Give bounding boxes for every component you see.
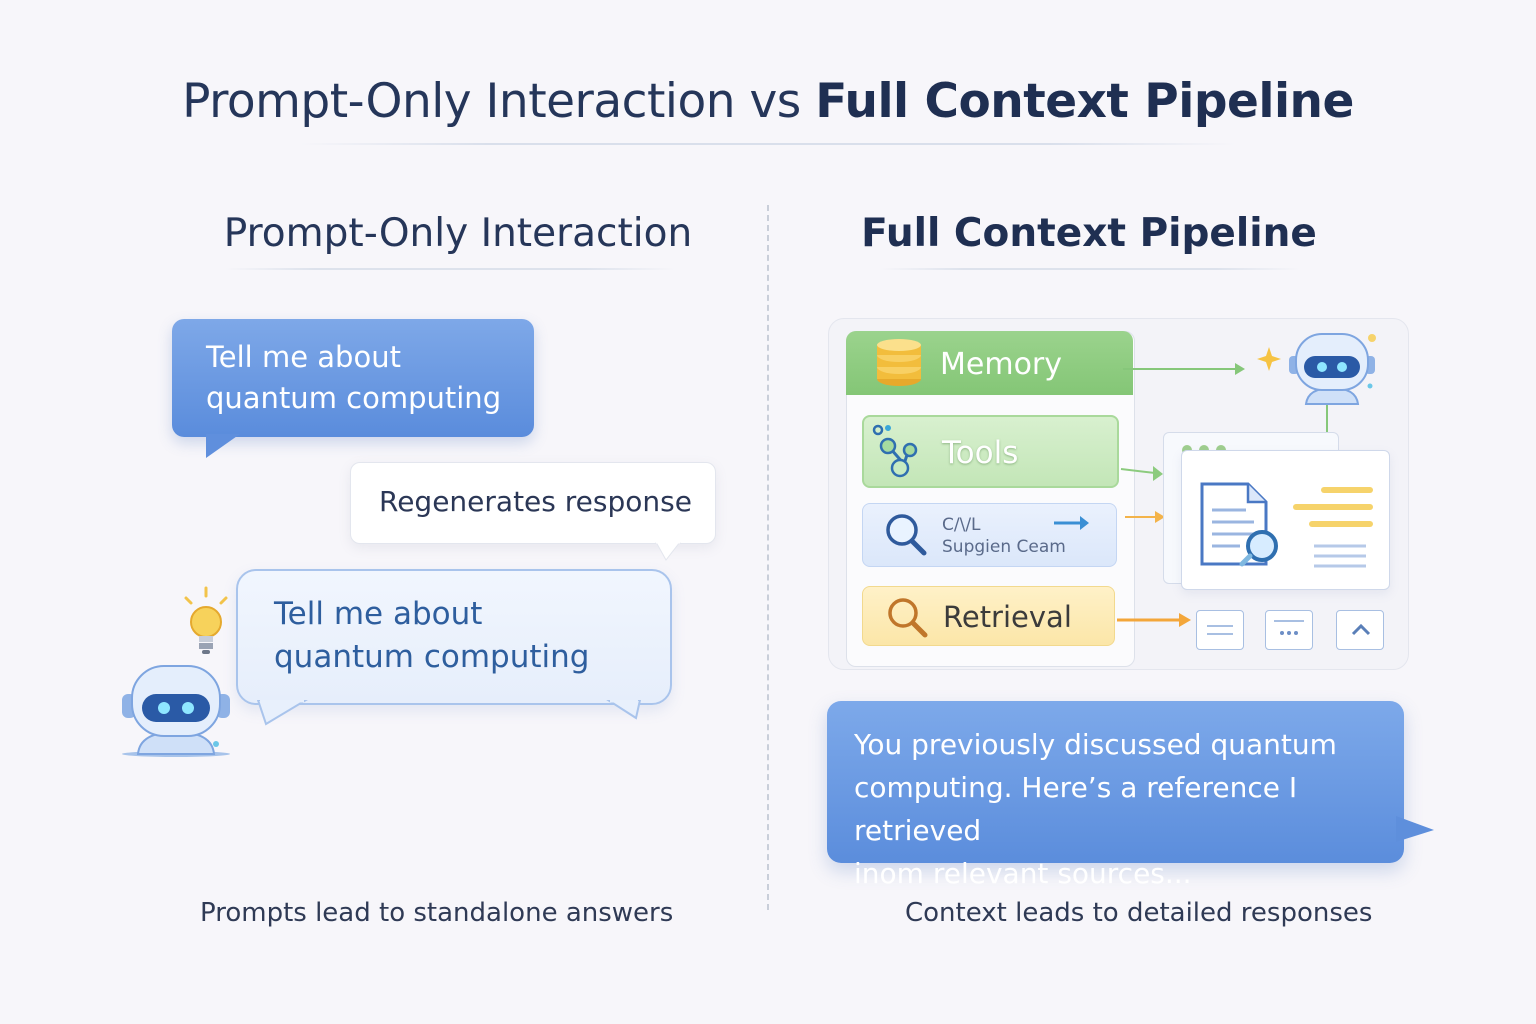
repeat-prompt-tails xyxy=(256,700,642,726)
result-card-3 xyxy=(1336,610,1384,650)
regenerates-tail xyxy=(655,542,681,561)
magnifier-icon xyxy=(888,598,928,638)
page-title: Prompt-Only Interaction vs Full Context … xyxy=(0,74,1536,129)
right-heading-underline xyxy=(880,268,1300,270)
retrieval-label: Retrieval xyxy=(943,600,1072,634)
document-icon xyxy=(1200,482,1373,568)
right-caption: Context leads to detailed responses xyxy=(905,898,1373,928)
tools-label: Tools xyxy=(942,435,1019,471)
magnifier-icon xyxy=(886,514,927,556)
robot-icon xyxy=(122,665,230,757)
memory-label: Memory xyxy=(940,347,1063,382)
chevron-up-icon xyxy=(1351,623,1371,636)
regenerates-response-text: Regenerates response xyxy=(379,485,692,518)
context-answer-bubble: You previously discussed quantum computi… xyxy=(827,701,1404,890)
dots-icon xyxy=(1274,620,1304,635)
answer-line-2: computing. Here’s a reference I retrieve… xyxy=(854,771,1298,847)
user-prompt-line-2: quantum computing xyxy=(206,381,502,415)
user-prompt-tail xyxy=(206,434,240,458)
left-heading-underline xyxy=(225,268,675,270)
title-part-1: Prompt-Only Interaction vs xyxy=(182,74,816,129)
repeat-prompt-line-2: quantum computing xyxy=(274,639,590,675)
title-underline xyxy=(300,143,1236,145)
answer-line-1: You previously discussed quantum xyxy=(854,728,1337,761)
right-heading: Full Context Pipeline xyxy=(861,211,1317,256)
answer-tail xyxy=(1396,816,1434,842)
left-heading: Prompt-Only Interaction xyxy=(223,211,693,256)
retrieval-row: Retrieval xyxy=(862,586,1115,646)
regenerates-response-bubble: Regenerates response xyxy=(350,462,716,544)
user-prompt-line-1: Tell me about xyxy=(206,340,401,374)
result-card-1 xyxy=(1196,610,1244,650)
tools-icon xyxy=(872,424,918,478)
title-part-2: Full Context Pipeline xyxy=(815,74,1354,129)
lightbulb-icon xyxy=(184,586,228,654)
tools-row: Tools xyxy=(862,415,1119,488)
result-card-2 xyxy=(1265,610,1313,650)
robot-icon xyxy=(1289,333,1376,405)
search-line-2: Supgien Ceam xyxy=(942,537,1066,557)
arrow-icon xyxy=(1054,516,1089,530)
search-line-1: C/\/L xyxy=(942,515,981,535)
repeat-prompt-bubble: Tell me about quantum computing xyxy=(236,569,672,705)
center-divider xyxy=(767,205,769,910)
sparkle-icon xyxy=(1257,347,1281,371)
lines-icon xyxy=(1207,625,1233,635)
database-icon xyxy=(877,339,921,386)
user-prompt-bubble: Tell me about quantum computing xyxy=(172,319,534,437)
repeat-prompt-line-1: Tell me about xyxy=(274,596,483,632)
answer-line-3: inom relevant sources... xyxy=(854,857,1192,890)
pipeline-arrows xyxy=(1117,363,1328,627)
left-caption: Prompts lead to standalone answers xyxy=(200,898,674,928)
